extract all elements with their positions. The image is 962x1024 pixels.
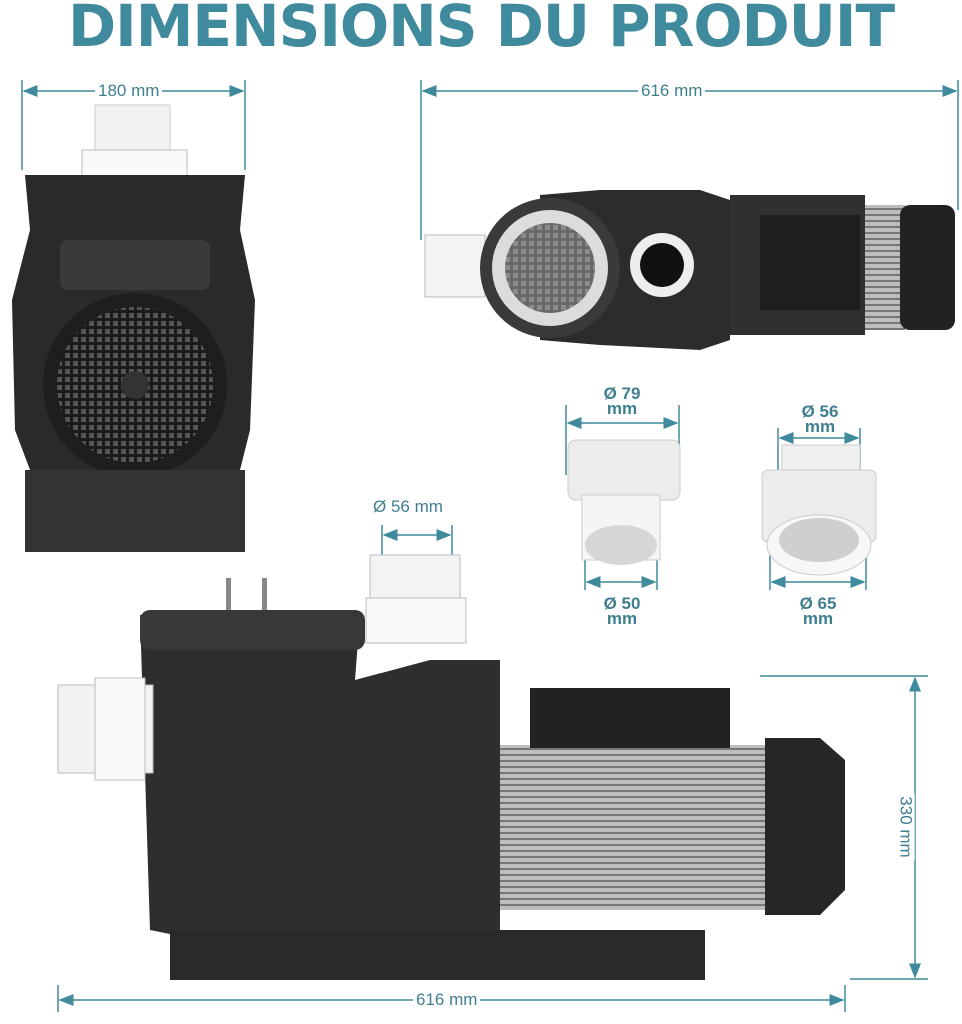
dim-top-length-label: 616 mm	[638, 82, 706, 100]
page-title: DIMENSIONS DU PRODUIT	[67, 0, 895, 60]
dim-unit: mm	[802, 609, 834, 628]
dim-fitting-large-inner-label: Ø 50 mm	[596, 594, 648, 628]
dim-value: Ø 50	[603, 594, 641, 613]
dim-value: Ø 56	[801, 402, 839, 421]
dim-side-height-label: 330 mm	[896, 793, 916, 861]
dim-side-length-label: 616 mm	[413, 991, 481, 1009]
pump-side-view	[57, 554, 845, 980]
dim-fitting-small-inner-label: Ø 65 mm	[792, 594, 844, 628]
dim-front-width-label: 180 mm	[95, 82, 163, 100]
dim-unit: mm	[804, 417, 836, 436]
dim-value: Ø 65	[799, 594, 837, 613]
fitting-small	[761, 444, 877, 576]
dim-value: Ø 79	[603, 384, 641, 403]
dim-outlet-diameter-label: Ø 56 mm	[370, 498, 446, 516]
dim-unit: mm	[606, 399, 638, 418]
dim-unit: mm	[606, 609, 638, 628]
dim-fitting-large-outer-label: Ø 79 mm	[596, 384, 648, 418]
fitting-large	[567, 439, 681, 565]
pump-front-view	[12, 104, 255, 552]
dim-fitting-small-outer-label: Ø 56 mm	[794, 402, 846, 436]
pump-top-view	[424, 190, 955, 350]
